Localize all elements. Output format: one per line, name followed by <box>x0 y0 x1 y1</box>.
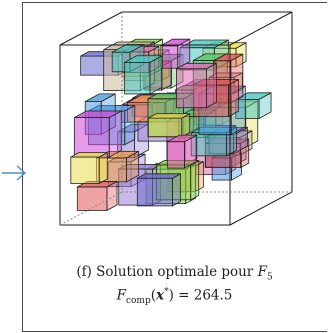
instance-symbol: F <box>257 264 267 280</box>
box-front-face <box>166 141 185 169</box>
right-arrow-icon <box>2 165 27 181</box>
box-front-face <box>124 61 151 95</box>
box-front-face <box>70 156 100 184</box>
box-top-face <box>235 92 272 100</box>
box-top-face <box>160 38 190 47</box>
box-top-face <box>137 173 181 179</box>
packed-box <box>73 110 122 158</box>
objective-value: = 264.5 <box>178 287 233 304</box>
box-top-face <box>70 152 108 158</box>
packed-box <box>160 38 191 69</box>
packed-box <box>147 113 191 138</box>
box-top-face <box>179 39 229 49</box>
box-top-face <box>213 53 244 62</box>
packed-box <box>70 151 108 185</box>
bounding-cube <box>59 11 293 226</box>
box-top-face <box>85 93 116 102</box>
box-top-face <box>167 134 197 143</box>
packed-box <box>136 173 181 207</box>
box-side-face <box>98 151 108 185</box>
figure-caption-title: (f) Solution optimale pour F5 <box>22 262 327 288</box>
packed-boxes <box>70 38 272 212</box>
figure-caption-objective: Fcomp(x*) = 264.5 <box>116 287 233 307</box>
box-side-face <box>190 159 200 201</box>
box-top-face <box>148 113 190 119</box>
box-side-face <box>205 62 217 109</box>
box-front-face <box>76 186 108 211</box>
packed-box <box>76 180 118 212</box>
cube-front-face <box>59 45 231 226</box>
objective-subscript: comp <box>125 296 151 307</box>
caption-text: Solution optimale pour <box>96 264 254 280</box>
box-top-face <box>111 44 145 53</box>
box-side-face <box>172 173 181 207</box>
box-top-face <box>74 110 122 118</box>
box-front-face <box>147 117 183 138</box>
box-front-face <box>176 68 207 109</box>
packed-box <box>124 55 163 95</box>
box-top-face <box>176 62 217 70</box>
packed-box <box>176 62 217 109</box>
objective-arg: x <box>156 287 165 304</box>
objective-arg-sup: * <box>164 287 169 297</box>
packed-box <box>235 92 272 120</box>
packed-box <box>166 134 197 169</box>
box-front-face <box>160 45 179 69</box>
objective-symbol: F <box>116 287 126 304</box>
box-side-face <box>124 104 136 146</box>
box-side-face <box>108 110 122 158</box>
instance-subscript: 5 <box>266 272 273 283</box>
box-top-face <box>124 55 163 63</box>
box-front-face <box>73 117 110 158</box>
caption-label: (f) <box>76 264 92 280</box>
